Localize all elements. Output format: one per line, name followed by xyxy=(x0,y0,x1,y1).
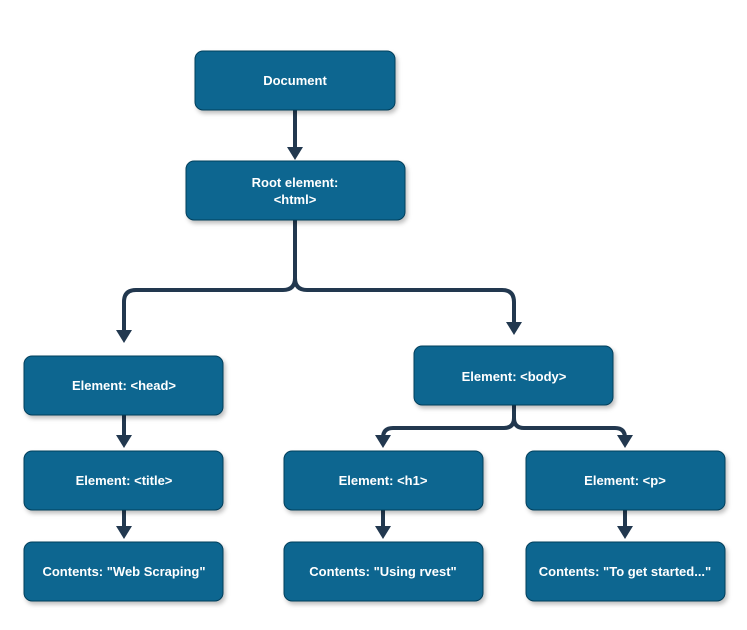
edge-root-head xyxy=(122,220,297,330)
node-root-element: Root element: <html> xyxy=(185,160,406,221)
node-body: Element: <body> xyxy=(413,345,614,406)
node-h1-label: Element: <h1> xyxy=(339,473,428,488)
node-root-label-line2: <html> xyxy=(274,192,317,207)
node-body-label: Element: <body> xyxy=(462,369,567,384)
node-p-contents-label: Contents: "To get started..." xyxy=(539,564,711,579)
arrowhead-body-p xyxy=(617,435,633,448)
node-h1: Element: <h1> xyxy=(283,450,484,511)
arrowhead-root-head xyxy=(116,330,132,343)
arrowhead-document-root xyxy=(287,147,303,160)
node-h1-contents-label: Contents: "Using rvest" xyxy=(309,564,456,579)
node-p: Element: <p> xyxy=(525,450,726,511)
node-p-label: Element: <p> xyxy=(584,473,666,488)
arrowhead-title-contents xyxy=(116,526,132,539)
edge-body-p xyxy=(512,417,627,440)
edge-root-body xyxy=(293,277,516,322)
node-title-contents-label: Contents: "Web Scraping" xyxy=(42,564,205,579)
node-title-contents: Contents: "Web Scraping" xyxy=(23,541,224,602)
edges xyxy=(116,110,633,539)
node-head: Element: <head> xyxy=(23,355,224,416)
node-title: Element: <title> xyxy=(23,450,224,511)
arrowhead-p-contents xyxy=(617,526,633,539)
node-title-label: Element: <title> xyxy=(76,473,173,488)
arrowhead-body-h1 xyxy=(375,435,391,448)
node-head-label: Element: <head> xyxy=(72,378,176,393)
node-document-label: Document xyxy=(263,73,327,88)
node-p-contents: Contents: "To get started..." xyxy=(525,541,726,602)
node-root-label-line1: Root element: xyxy=(252,175,339,190)
node-h1-contents: Contents: "Using rvest" xyxy=(283,541,484,602)
arrowhead-root-body xyxy=(506,322,522,335)
edge-body-h1 xyxy=(381,405,516,440)
arrowhead-head-title xyxy=(116,435,132,448)
node-document: Document xyxy=(194,50,396,111)
arrowhead-h1-contents xyxy=(375,526,391,539)
